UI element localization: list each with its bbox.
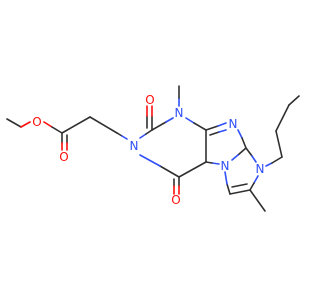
bond-nbutyl-c1 (271, 156, 283, 164)
structure-canvas: O O N N O O N N N (6, 85, 300, 212)
bond-ch-nbridge-blue (224, 171, 228, 185)
bond-nimid-c2-blue (237, 129, 243, 139)
bond-cj1-nimid-blue (217, 122, 227, 127)
atom-n-butyl: N (256, 162, 265, 176)
bond-ring-methyl (249, 189, 266, 212)
bond-cmethyl-ch-double (231, 183, 248, 188)
bond-cj1-nimid-double (209, 131, 220, 136)
bond-c2-nbridge-blue (231, 154, 239, 161)
bonds (6, 85, 300, 212)
bond-ntop-cj1 (193, 122, 207, 131)
bond-nbridge-cj2-blue (211, 162, 220, 165)
bond-nbridge-cj2 (205, 161, 213, 164)
bond-o-carbonylC (51, 126, 63, 134)
bond-cj1-nimid (205, 125, 219, 131)
bond-nbutyl-cmethyl (249, 182, 255, 191)
bond-ntop-cj1-blue (185, 117, 195, 124)
atom-n-imidazole: N (229, 117, 238, 131)
atom-o-upper-carbonyl: O (145, 93, 154, 107)
atom-n-ring-top: N (175, 106, 184, 120)
bond-chain-to-n-blue (121, 135, 128, 140)
bond-o-carbonylC-red (43, 121, 53, 128)
atom-n-ring-left: N (130, 139, 139, 153)
bond-cmethyl-ch (229, 189, 251, 195)
molecule-diagram: O O N N O O N N N (6, 85, 300, 212)
atom-o-ester-methoxy: O (32, 115, 41, 129)
bond-c2-nbutyl-blue (251, 155, 257, 163)
bond-nleft-ctop (145, 129, 153, 135)
bond-c2-nbutyl (245, 147, 253, 157)
bond-nbutyl-c1-blue (265, 162, 273, 167)
bond-chain-1 (61, 116, 91, 134)
bond-ctop-ntop (151, 121, 167, 131)
bond-methyl-o-red (20, 121, 31, 128)
atom-o-lower-carbonyl: O (171, 193, 180, 207)
bond-methyl-o (6, 118, 22, 128)
bond-butyl-c3 (275, 104, 290, 132)
bond-nbutyl-cmethyl-blue (253, 175, 259, 184)
atom-o-ester-carbonyl: O (59, 150, 68, 164)
bond-ctop-ntop-blue (165, 117, 174, 123)
bond-nleft-ctop-blue (139, 133, 147, 139)
bond-cj2-cbottom (178, 161, 207, 178)
bond-c2-nbridge (237, 147, 247, 156)
bond-butyl-c2 (275, 130, 283, 158)
bond-chain-2 (89, 116, 118, 134)
bond-cbottom-nleft (159, 165, 180, 178)
bond-cbottom-nleft-blue (139, 154, 161, 167)
atom-n-bridge: N (221, 159, 230, 173)
bond-ch-nbridge (226, 183, 231, 195)
bond-cj1-nimid-double-blue (218, 129, 227, 133)
bond-chain-to-n (116, 132, 123, 137)
bond-butyl-c4 (288, 95, 300, 106)
bond-nimid-c2 (241, 137, 247, 149)
atom-labels: O O N N O O N N N (32, 93, 264, 207)
